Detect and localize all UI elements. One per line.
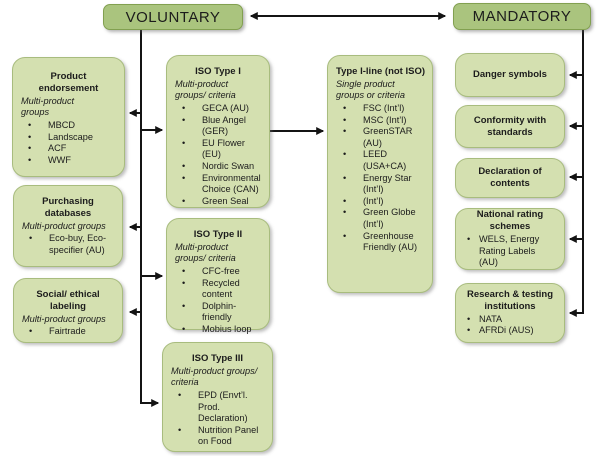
bullet-item: GECA (AU): [175, 103, 261, 115]
box-research-testing-institutions: Research & testing institutions NATA AFR…: [455, 283, 565, 343]
bullet-item: EU Flower (EU): [175, 138, 261, 161]
bullet-item: LEED (USA+CA): [336, 149, 424, 172]
bullet-item: EPD (Envt’l. Prod. Declaration): [171, 390, 264, 425]
box-subtitle: Single product groups or criteria: [336, 78, 405, 101]
box-social-ethical-labeling: Social/ ethical labeling Multi-product g…: [13, 278, 123, 343]
connector-mandatory-trunk: [568, 30, 584, 317]
bullet-item: FSC (Int’l): [336, 103, 424, 115]
bullet-item: (Int’l): [336, 196, 424, 208]
bullet-list: Eco-buy, Eco-specifier (AU): [22, 233, 114, 256]
bullet-item: Mobius loop: [175, 324, 261, 336]
box-title: ISO Type III: [191, 353, 244, 364]
box-title: Type I-line (not ISO): [336, 66, 426, 77]
box-subtitle: Multi-product groups: [21, 95, 75, 118]
bullet-item: NATA: [464, 314, 556, 326]
bullet-list: WELS, Energy Rating Labels (AU): [464, 234, 556, 269]
bullet-item: Green Globe (Int’l): [336, 207, 424, 230]
box-title: Research & testing institutions: [466, 289, 554, 312]
bullet-item: MBCD: [21, 120, 116, 132]
bullet-item: Greenhouse Friendly (AU): [336, 231, 424, 254]
box-subtitle: Multi-product groups/ criteria: [175, 78, 236, 101]
bullet-list: NATA AFRDi (AUS): [464, 314, 556, 337]
bullet-item: Landscape: [21, 132, 116, 144]
bullet-item: Energy Star (Int’l): [336, 173, 424, 196]
bullet-item: Nordic Swan: [175, 161, 261, 173]
box-title: ISO Type I: [195, 66, 241, 77]
bullet-list: Fairtrade: [22, 326, 114, 338]
mandatory-header-label: MANDATORY: [472, 8, 572, 25]
bullet-item: ACF: [21, 143, 116, 155]
box-iso-type-1: ISO Type I Multi-product groups/ criteri…: [166, 55, 270, 208]
bullet-item: Dolphin-friendly: [175, 301, 261, 324]
bullet-item: Environmental Choice (CAN): [175, 173, 261, 196]
mandatory-header: MANDATORY: [453, 3, 591, 30]
box-type-i-line: Type I-line (not ISO) Single product gro…: [327, 55, 433, 293]
bullet-list: CFC-free Recycled content Dolphin-friend…: [175, 266, 261, 336]
bullet-list: MBCD Landscape ACF WWF: [21, 120, 116, 166]
box-title: ISO Type II: [193, 229, 243, 240]
box-subtitle: Multi-product groups: [22, 220, 106, 231]
bullet-list: FSC (Int’l) MSC (Int’l) GreenSTAR (AU) L…: [336, 103, 424, 254]
bullet-item: Eco-buy, Eco-specifier (AU): [22, 233, 114, 256]
box-declaration-of-contents: Declaration of contents: [455, 158, 565, 198]
box-danger-symbols: Danger symbols: [455, 53, 565, 97]
box-title: Conformity with standards: [473, 114, 547, 138]
bullet-item: AFRDi (AUS): [464, 325, 556, 337]
box-purchasing-databases: Purchasing databases Multi-product group…: [13, 185, 123, 267]
bullet-item: GreenSTAR (AU): [336, 126, 424, 149]
connector-voluntary-trunk: [140, 30, 160, 407]
bullet-item: Nutrition Panel on Food: [171, 425, 264, 448]
box-conformity-with-standards: Conformity with standards: [455, 105, 565, 148]
bullet-item: WWF: [21, 155, 116, 167]
box-title: National rating schemes: [476, 209, 544, 233]
bullet-item: Recycled content: [175, 278, 261, 301]
box-subtitle: Multi-product groups: [22, 313, 106, 324]
box-subtitle: Multi-product groups/ criteria: [171, 365, 258, 388]
bullet-list: GECA (AU) Blue Angel (GER) EU Flower (EU…: [175, 103, 261, 207]
voluntary-header: VOLUNTARY: [103, 4, 243, 30]
box-subtitle: Multi-product groups/ criteria: [175, 241, 236, 264]
box-product-endorsement: Product endorsement Multi-product groups…: [12, 57, 125, 177]
box-iso-type-3: ISO Type III Multi-product groups/ crite…: [162, 342, 273, 452]
box-title: Product endorsement: [38, 71, 99, 94]
bullet-item: CFC-free: [175, 266, 261, 278]
box-title: Declaration of contents: [478, 166, 542, 189]
bullet-list: EPD (Envt’l. Prod. Declaration) Nutritio…: [171, 390, 264, 448]
box-national-rating-schemes: National rating schemes WELS, Energy Rat…: [455, 208, 565, 270]
bullet-item: WELS, Energy Rating Labels (AU): [464, 234, 556, 269]
bullet-item: Fairtrade: [22, 326, 114, 338]
bullet-item: MSC (Int’l): [336, 115, 424, 127]
box-title: Purchasing databases: [42, 196, 94, 219]
voluntary-header-label: VOLUNTARY: [125, 8, 221, 26]
bullet-item: Green Seal: [175, 196, 261, 208]
bullet-item: Blue Angel (GER): [175, 115, 261, 138]
box-title: Social/ ethical labeling: [36, 289, 100, 312]
box-iso-type-2: ISO Type II Multi-product groups/ criter…: [166, 218, 270, 335]
box-title: Danger symbols: [473, 69, 547, 81]
